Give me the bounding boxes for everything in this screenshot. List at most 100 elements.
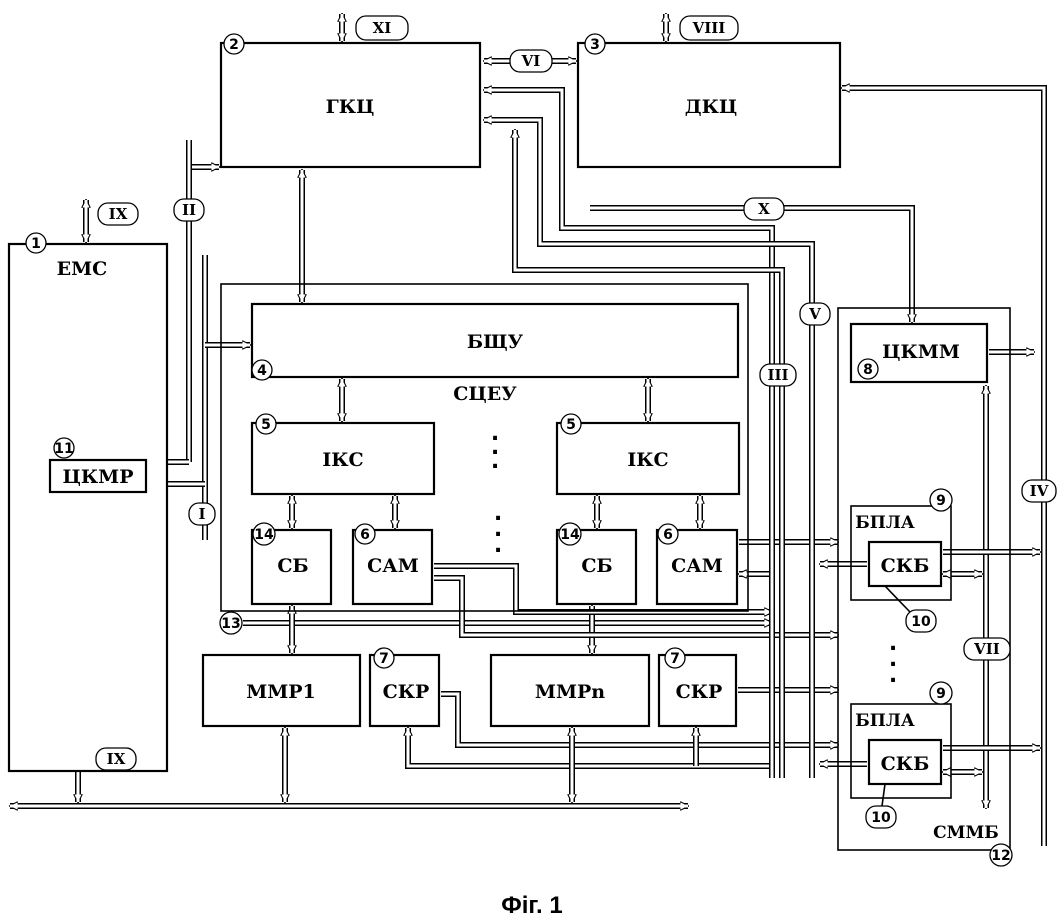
dkc-block [576, 41, 842, 169]
sam-ellipsis-top: . [494, 501, 502, 526]
skb-bottom-leader [881, 783, 886, 807]
iks-ellipsis-mid: . [491, 435, 499, 460]
mmrn-block [489, 653, 651, 728]
smmb-frame [837, 307, 1011, 851]
bpla-ellipsis-top: . [889, 631, 897, 656]
skr-left-label: СКР [383, 681, 430, 703]
skr-left-number: 7 [379, 651, 389, 667]
bshu-number-circle [251, 359, 273, 381]
figure-caption: Фіг. 1 [501, 892, 563, 919]
smmb-number-circle [989, 843, 1013, 867]
bpla-ellipsis-mid: . [889, 647, 897, 672]
dkc-number-circle [584, 33, 606, 55]
sam-right-label: САМ [671, 555, 723, 577]
ckmr-block [48, 458, 148, 494]
bus-VI-label: VI [521, 52, 541, 70]
bus-IX-top-pill [97, 202, 139, 226]
sceu-label: СЦЕУ [453, 383, 517, 405]
link-gkc-v [484, 120, 815, 778]
smmb-number: 12 [991, 848, 1010, 864]
ckmr-number: 11 [54, 441, 73, 457]
link-gkc-iii [484, 90, 775, 778]
sb-right-number: 14 [560, 527, 580, 543]
skb-bottom-block [867, 738, 943, 786]
iks-left-block [250, 421, 436, 496]
iks-right-number-circle [560, 413, 582, 435]
ckmr-number-circle [53, 437, 75, 459]
iks-left-number-circle [255, 413, 277, 435]
sb-left-block [250, 528, 333, 606]
ckmr-label: ЦКМР [63, 466, 134, 488]
ems-block [7, 242, 169, 773]
skb-bottom-number: 10 [871, 810, 891, 826]
iks-right-number: 5 [566, 417, 576, 433]
bpla-top-number: 9 [936, 493, 946, 509]
bus-VIII-label: VIII [692, 19, 726, 37]
skb-top-number-pill [905, 609, 937, 633]
sb-left-label: СБ [277, 555, 308, 577]
sam-ellipsis-mid: . [494, 517, 502, 542]
ems-number-circle [25, 232, 47, 254]
skr-right-label: СКР [676, 681, 723, 703]
skb-bottom-number-pill [865, 805, 897, 829]
gkc-label: ГКЦ [326, 96, 375, 118]
link-sam-left-bus [434, 575, 838, 635]
bus-IV-label: IV [1030, 482, 1049, 500]
system-block-diagram: 1 ЕМС 11 ЦКМР 2 ГКЦ 3 ДКЦ СЦЕУ 4 БЩУ 5 І… [7, 0, 1057, 867]
ckmm-number-circle [857, 358, 879, 380]
bus-III-pill [759, 363, 797, 387]
dkc-label: ДКЦ [685, 96, 738, 118]
sam-left-number: 6 [360, 527, 370, 543]
bus-VII-label: VII [973, 640, 1000, 658]
iks-right-block [555, 421, 741, 496]
sb-right-number-circle [558, 522, 582, 546]
skr-left-number-circle [373, 647, 395, 669]
bus13-number: 13 [221, 616, 240, 632]
gkc-number: 2 [229, 37, 239, 53]
mmr1-block [201, 653, 362, 728]
skb-top-leader [884, 585, 911, 613]
bpla-top-label: БПЛА [855, 513, 915, 533]
sceu-frame [220, 283, 749, 612]
link-sam-left-right [434, 563, 772, 612]
bpla-bottom-label: БПЛА [855, 711, 915, 731]
iks-ellipsis-bot: . [491, 449, 499, 474]
bus-VII-pill [963, 637, 1011, 661]
dkc-number: 3 [590, 37, 600, 53]
bpla-bottom-frame [850, 703, 952, 799]
skb-top-number: 10 [911, 614, 931, 630]
bpla-top-frame [850, 505, 952, 601]
bus-V-pill [799, 302, 831, 326]
bus-VI-pill [509, 49, 553, 73]
bus-X-pill [743, 197, 785, 221]
skr-right-number: 7 [670, 651, 680, 667]
bus-XI-label: XI [373, 19, 392, 37]
bus-IX-bottom-pill [95, 747, 137, 771]
link-skr-left-bus [441, 691, 838, 745]
iks-left-label: ІКС [322, 449, 363, 471]
ems-label: ЕМС [57, 258, 108, 280]
sb-left-number-circle [252, 522, 276, 546]
bus-X-label: X [758, 200, 770, 218]
bus-VIII-pill [679, 15, 739, 41]
bpla-bottom-number-circle [929, 681, 953, 705]
bshu-label: БЩУ [467, 331, 524, 353]
bus-II-pill [173, 198, 205, 222]
bus13-number-circle [219, 611, 243, 635]
bus-I-pill [188, 502, 216, 526]
gkc-block [219, 41, 482, 169]
link-iv-dkc [842, 88, 1047, 846]
link-x-ckmm [590, 205, 912, 322]
sam-right-number-circle [657, 523, 679, 545]
mmr1-label: ММР1 [246, 681, 316, 703]
bus-IV-pill [1021, 479, 1057, 503]
sb-right-label: СБ [581, 555, 612, 577]
sb-left-number: 14 [254, 527, 274, 543]
bpla-bottom-number: 9 [936, 686, 946, 702]
mmrn-label: ММРn [535, 681, 605, 703]
bpla-top-number-circle [929, 488, 953, 512]
bus-XI-pill [355, 15, 409, 41]
iks-left-number: 5 [261, 417, 271, 433]
bpla-ellipsis-bot: . [889, 663, 897, 688]
bshu-block [250, 302, 740, 379]
